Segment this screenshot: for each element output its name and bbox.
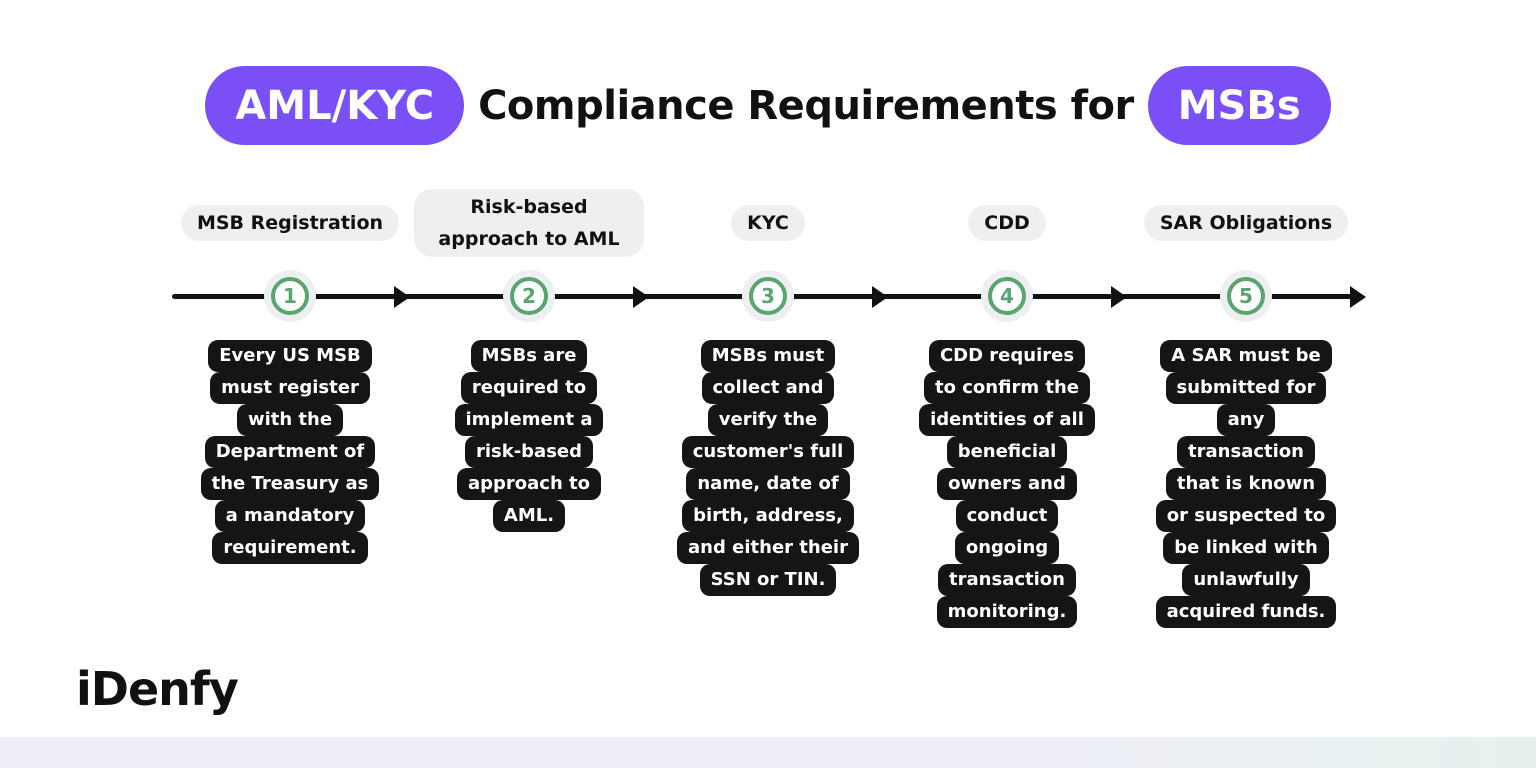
description-line: risk-based — [464, 436, 594, 468]
footer-strip — [0, 737, 1536, 768]
title-pill-msbs: MSBs — [1147, 66, 1331, 145]
step-number: 2 — [510, 277, 548, 315]
description-line: MSBs must — [700, 340, 836, 372]
description-line: transaction — [1177, 436, 1315, 468]
description-line: Department of — [204, 436, 376, 468]
step-label: SAR Obligations — [1131, 190, 1361, 256]
description-line: submitted for — [1165, 372, 1327, 404]
description-line: SSN or TIN. — [699, 564, 837, 596]
description-line: name, date of — [686, 468, 850, 500]
step-label: CDD — [892, 190, 1122, 256]
step-label-text: SAR Obligations — [1143, 205, 1349, 241]
arrow-right-icon — [633, 286, 649, 308]
step-number: 5 — [1227, 277, 1265, 315]
step-number-icon: 4 — [981, 270, 1033, 322]
description-line: unlawfully — [1182, 564, 1310, 596]
description-line: birth, address, — [682, 500, 854, 532]
arrow-right-icon — [1111, 286, 1127, 308]
description-line: CDD requires — [928, 340, 1086, 372]
description-line: be linked with — [1163, 532, 1329, 564]
description-line: the Treasury as — [200, 468, 380, 500]
arrow-right-icon — [1350, 286, 1366, 308]
description-line: requirement. — [212, 532, 368, 564]
step-number-icon: 3 — [742, 270, 794, 322]
description-line: customer's full — [681, 436, 855, 468]
description-line: must register — [210, 372, 370, 404]
step-number-icon: 1 — [264, 270, 316, 322]
description-line: and either their — [677, 532, 859, 564]
description-line: A SAR must be — [1160, 340, 1332, 372]
description-line: implement a — [454, 404, 604, 436]
description-line: acquired funds. — [1155, 596, 1337, 628]
description-line: a mandatory — [214, 500, 366, 532]
step-label: MSB Registration — [175, 190, 405, 256]
title-text: Compliance Requirements for — [478, 82, 1134, 129]
description-line: with the — [236, 404, 344, 436]
description-line: owners and — [937, 468, 1077, 500]
idenfy-logo: iDenfy — [76, 662, 239, 716]
step-number: 1 — [271, 277, 309, 315]
description-line: beneficial — [946, 436, 1068, 468]
description-line: or suspected to — [1155, 500, 1337, 532]
description-line: that is known — [1165, 468, 1327, 500]
step-number: 3 — [749, 277, 787, 315]
description-line: verify the — [707, 404, 829, 436]
step-label: KYC — [653, 190, 883, 256]
step-label-text: KYC — [731, 205, 805, 241]
step-number-icon: 5 — [1220, 270, 1272, 322]
description-line: ongoing — [954, 532, 1060, 564]
step-label: Risk-based approach to AML — [414, 189, 644, 257]
arrow-right-icon — [872, 286, 888, 308]
description-line: conduct — [955, 500, 1059, 532]
description-line: required to — [460, 372, 598, 404]
description-line: any — [1216, 404, 1276, 436]
description-line: identities of all — [919, 404, 1095, 436]
page-title: AML/KYC Compliance Requirements for MSBs — [0, 66, 1536, 145]
description-line: MSBs are — [470, 340, 588, 372]
description-line: collect and — [701, 372, 835, 404]
description-line: Every US MSB — [208, 340, 372, 372]
step-number-icon: 2 — [503, 270, 555, 322]
step-label-text: Risk-based approach to AML — [414, 189, 644, 257]
description-line: approach to — [456, 468, 602, 500]
description-line: monitoring. — [936, 596, 1078, 628]
description-line: AML. — [492, 500, 566, 532]
step-number: 4 — [988, 277, 1026, 315]
step-label-text: CDD — [968, 205, 1046, 241]
step-label-text: MSB Registration — [180, 205, 400, 241]
title-pill-aml-kyc: AML/KYC — [205, 66, 465, 145]
description-line: transaction — [938, 564, 1076, 596]
arrow-right-icon — [394, 286, 410, 308]
description-line: to confirm the — [924, 372, 1090, 404]
